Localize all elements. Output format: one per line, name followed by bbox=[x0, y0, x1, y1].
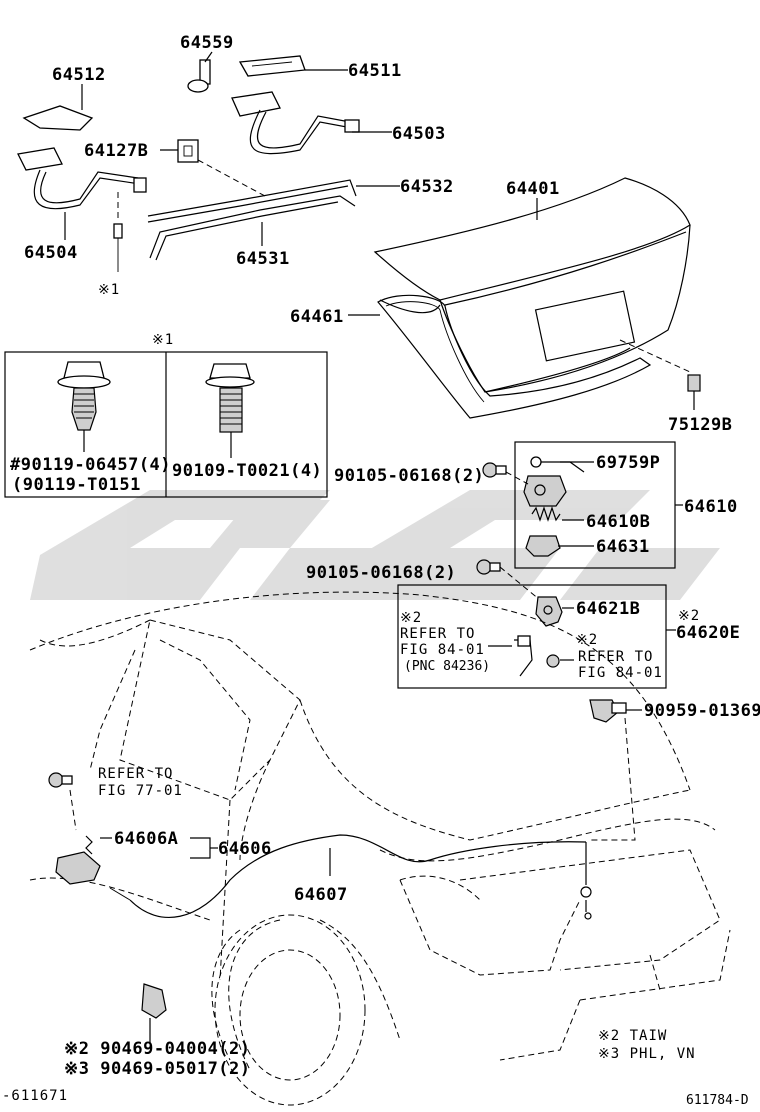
label-90959-01369: 90959-01369 bbox=[644, 701, 760, 721]
label-64631: 64631 bbox=[596, 537, 650, 557]
striker-box-64620e bbox=[397, 584, 676, 689]
label-footer-left: -611671 bbox=[2, 1088, 68, 1104]
watermark-logo bbox=[30, 490, 720, 600]
label-refer-to-c: REFER TO bbox=[98, 766, 173, 782]
flange-bolt-90119-part bbox=[57, 361, 111, 452]
label-64621b: 64621B bbox=[576, 599, 640, 619]
label-64532: 64532 bbox=[400, 177, 454, 197]
label-legend-3: ※3 PHL, VN bbox=[598, 1046, 696, 1062]
weatherstrip-64461-part bbox=[377, 294, 652, 419]
callouts: 64559 64511 64512 64503 64127B 64532 644… bbox=[2, 33, 760, 1108]
label-69759p: 69759P bbox=[596, 453, 660, 473]
label-mark1-box: ※1 bbox=[152, 332, 174, 348]
label-64401: 64401 bbox=[506, 179, 560, 199]
bolt-options-box bbox=[4, 351, 328, 498]
label-64504: 64504 bbox=[24, 243, 78, 263]
striker-64621b-part bbox=[535, 596, 563, 627]
cable-69759p-part bbox=[530, 456, 585, 473]
label-90469-04004: ※2 90469-04004(2) bbox=[64, 1039, 251, 1059]
bolt-90105-a-part bbox=[482, 462, 507, 478]
label-fig-84-01-a: FIG 84-01 bbox=[400, 642, 485, 658]
bracket-64512-part bbox=[22, 105, 94, 131]
label-fig-84-01-b: FIG 84-01 bbox=[578, 665, 663, 681]
torsion-bar-64531-part bbox=[149, 195, 356, 261]
label-90119-06457: #90119-06457(4) bbox=[10, 455, 171, 475]
bolt-64559-part bbox=[187, 59, 211, 93]
label-90105-06168-a: 90105-06168(2) bbox=[334, 466, 484, 486]
clip-75129b-part bbox=[687, 374, 701, 392]
label-64606: 64606 bbox=[218, 839, 272, 859]
label-64461: 64461 bbox=[290, 307, 344, 327]
bolt-small-b-part bbox=[546, 654, 560, 668]
opener-cable-64607-part bbox=[109, 834, 592, 920]
label-64531: 64531 bbox=[236, 249, 290, 269]
label-mark1: ※1 bbox=[98, 282, 120, 298]
flange-bolt-90109-part bbox=[205, 363, 255, 458]
label-64512: 64512 bbox=[52, 65, 106, 85]
label-mark2-a: ※2 bbox=[400, 610, 422, 626]
label-64610: 64610 bbox=[684, 497, 738, 517]
label-mark2-b: ※2 bbox=[576, 632, 598, 648]
bolt-lever-part bbox=[48, 772, 73, 788]
hinge-64503-part bbox=[231, 91, 360, 155]
bolt-small-part bbox=[113, 223, 123, 272]
label-mark2-c: ※2 bbox=[678, 608, 700, 624]
label-64511: 64511 bbox=[348, 61, 402, 81]
bolt-90105-b-part bbox=[476, 559, 501, 575]
label-64559: 64559 bbox=[180, 33, 234, 53]
label-64607: 64607 bbox=[294, 885, 348, 905]
lock-body-part bbox=[523, 475, 567, 507]
label-64610b: 64610B bbox=[586, 512, 650, 532]
label-64620e: 64620E bbox=[676, 623, 740, 643]
label-legend-2: ※2 TAIW bbox=[598, 1028, 667, 1044]
label-90109-t0021: 90109-T0021(4) bbox=[172, 461, 322, 481]
car-outline bbox=[29, 591, 731, 1106]
torsion-bar-64532-part bbox=[147, 179, 357, 223]
lever-64606-part bbox=[55, 835, 101, 885]
label-fig-77-01: FIG 77-01 bbox=[98, 783, 183, 799]
bracket-64511-part bbox=[238, 55, 306, 77]
label-footer-right: 611784-D bbox=[686, 1093, 749, 1108]
cover-64631-part bbox=[525, 535, 561, 557]
label-refer-to-a: REFER TO bbox=[400, 626, 475, 642]
label-75129b: 75129B bbox=[668, 415, 732, 435]
label-64606a: 64606A bbox=[114, 829, 178, 849]
label-90105-06168-b: 90105-06168(2) bbox=[306, 563, 456, 583]
label-64127b: 64127B bbox=[84, 141, 148, 161]
lock-assy-64610-box bbox=[514, 441, 683, 569]
latch-switch-part bbox=[514, 635, 533, 677]
label-64503: 64503 bbox=[392, 124, 446, 144]
hinge-64504-part bbox=[17, 147, 147, 210]
label-refer-to-b: REFER TO bbox=[578, 649, 653, 665]
cable-clamp-part bbox=[141, 983, 167, 1044]
label-90119-t0151: (90119-T0151 bbox=[12, 475, 141, 495]
trunk-lid-64401-part bbox=[373, 177, 691, 393]
connector-90959-part bbox=[589, 699, 627, 723]
label-pnc-84236: (PNC 84236) bbox=[404, 659, 490, 674]
clip-64127b-part bbox=[177, 139, 199, 163]
label-90469-05017: ※3 90469-05017(2) bbox=[64, 1059, 251, 1079]
spring-64610b-part bbox=[531, 506, 561, 522]
